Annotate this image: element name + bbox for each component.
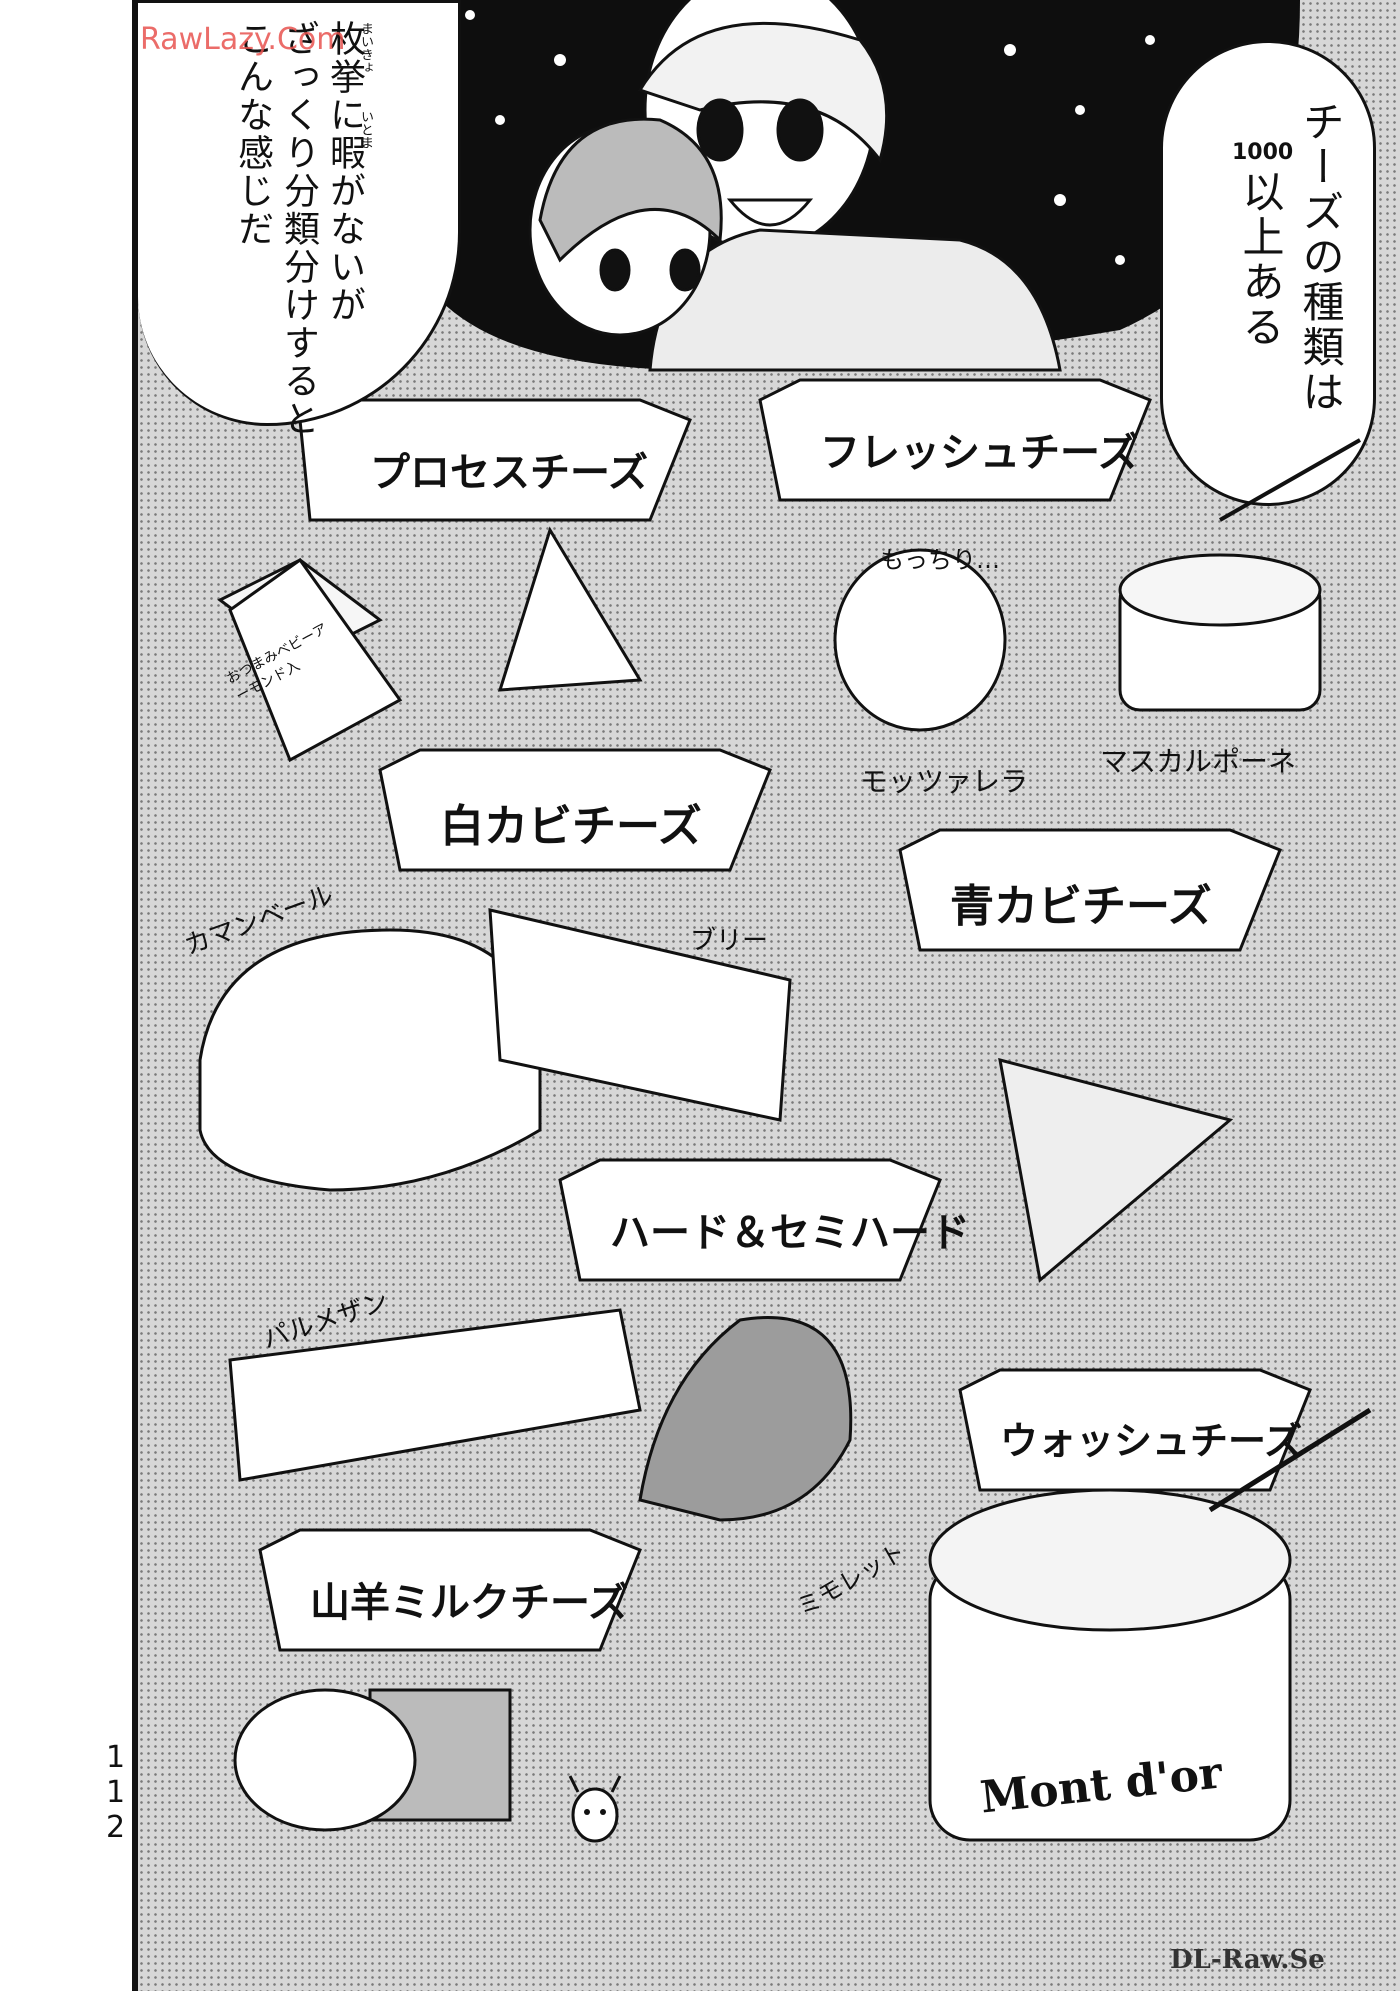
cheese-illustrations — [198, 526, 1322, 1842]
banners — [258, 378, 1312, 1652]
gutter-border — [132, 0, 138, 1991]
left-bubble-line3: こんな感じだ — [232, 20, 273, 248]
banner-white-mold-cheese: 白カビチーズ — [440, 801, 702, 852]
label-mocchiri: もっちり… — [880, 546, 1000, 574]
speech-bubble-left — [138, 0, 461, 426]
banner-goat-milk-cheese: 山羊ミルクチーズ — [310, 1580, 628, 1626]
banner-hard-semihard: ハード＆セミハード — [610, 1210, 970, 1256]
speech-bubble-right — [1160, 40, 1376, 506]
banner-blue-mold-cheese: 青カビチーズ — [950, 881, 1212, 932]
spoon-icon — [1208, 1407, 1372, 1513]
left-bubble-line2: ざっくり分類分けすると — [278, 20, 319, 438]
watermark-top: RawLazy.Com — [140, 22, 346, 57]
right-bubble-line1: チーズの種類は — [1296, 100, 1345, 415]
page-gutter — [0, 0, 132, 1991]
right-bubble-number: 1000 — [1232, 140, 1294, 165]
label-mascarpone: マスカルポーネ — [1100, 745, 1297, 778]
left-bubble-ruby-2: いとま — [358, 110, 373, 149]
label-brie: ブリー — [690, 926, 769, 956]
label-mozzarella: モッツァレラ — [860, 765, 1029, 798]
left-bubble-line1: 枚挙に暇がないが — [324, 20, 365, 324]
girl-characters — [528, 0, 1062, 372]
right-bubble-line2: 以上ある — [1236, 170, 1285, 350]
left-bubble-ruby-1: まいきょ — [358, 22, 373, 74]
watermark-bottom: DL-Raw.Se — [1170, 1945, 1325, 1975]
banner-process-cheese: プロセスチーズ — [370, 450, 648, 496]
page-number: 112 — [98, 1740, 133, 1845]
goat-icon — [568, 1775, 622, 1843]
fork-icon — [1219, 438, 1361, 522]
banner-fresh-cheese: フレッシュチーズ — [820, 430, 1138, 476]
banner-washed-cheese: ウォッシュチーズ — [1000, 1419, 1303, 1463]
